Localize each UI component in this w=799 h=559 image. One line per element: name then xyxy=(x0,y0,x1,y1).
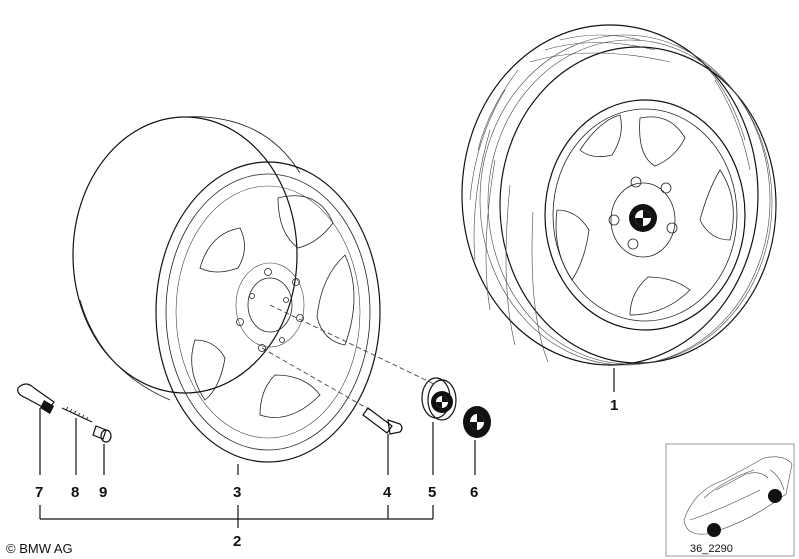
callout-6: 6 xyxy=(470,484,478,501)
rear-wheel-marker-icon xyxy=(707,523,721,537)
callout-2: 2 xyxy=(233,533,241,550)
valve-cap xyxy=(92,425,112,443)
copyright-text: © BMW AG xyxy=(6,541,73,556)
callout-5: 5 xyxy=(428,484,436,501)
bmw-emblem-icon xyxy=(629,204,657,232)
tyre-valve xyxy=(17,383,55,414)
leader-lines xyxy=(39,368,615,528)
valve-core xyxy=(61,406,93,423)
callout-7: 7 xyxy=(35,484,43,501)
callout-8: 8 xyxy=(71,484,79,501)
alloy-rim xyxy=(72,116,381,463)
wheel-bolt xyxy=(362,407,403,435)
hub-cap xyxy=(421,377,457,421)
emblem xyxy=(463,406,491,438)
complete-wheel-with-tyre xyxy=(461,24,777,366)
callout-1: 1 xyxy=(610,397,618,414)
callout-3: 3 xyxy=(233,484,241,501)
callout-9: 9 xyxy=(99,484,107,501)
callout-4: 4 xyxy=(383,484,392,501)
front-wheel-marker-icon xyxy=(768,489,782,503)
vehicle-thumbnail: 36_2290 xyxy=(665,443,795,557)
diagram-reference-number: 36_2290 xyxy=(690,543,733,555)
car-outline-icon xyxy=(683,456,793,535)
